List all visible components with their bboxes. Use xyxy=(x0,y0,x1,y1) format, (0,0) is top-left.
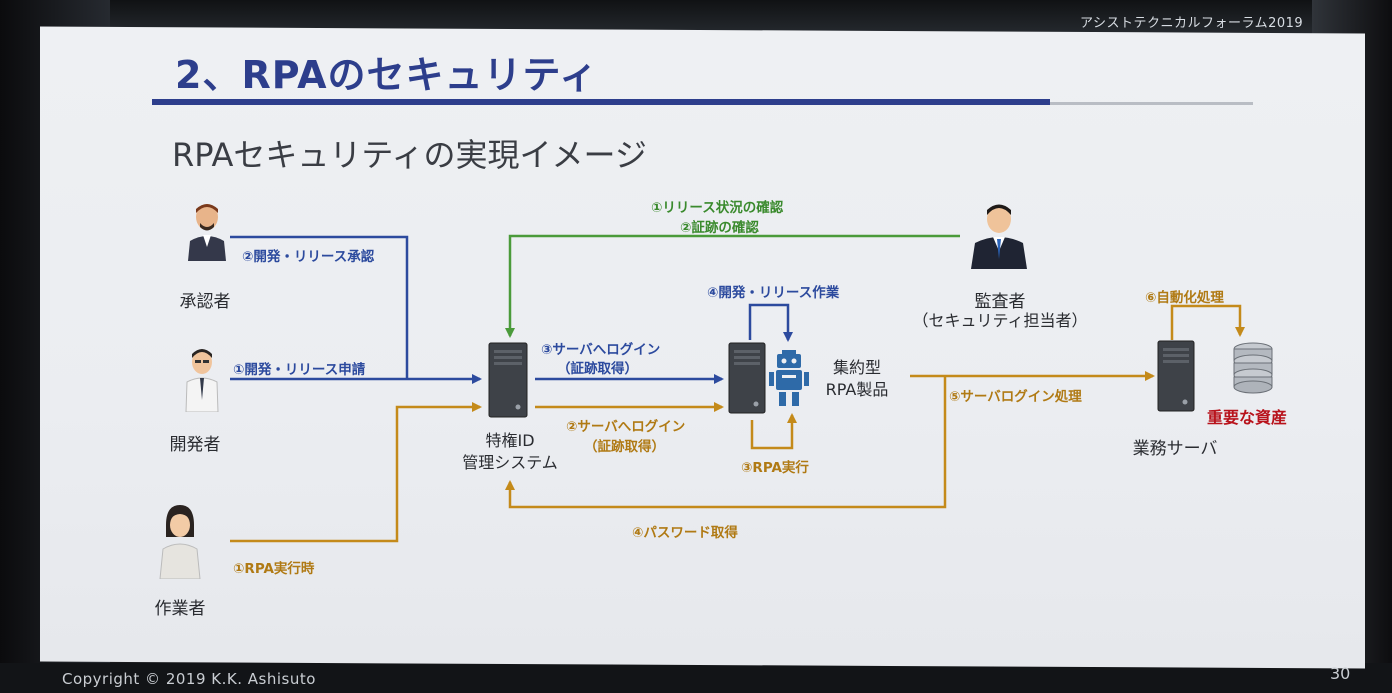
operator-avatar-icon xyxy=(159,505,201,579)
approval-flow-label: ②開発・リリース承認 xyxy=(242,249,375,265)
rpa-label-line1: 集約型 xyxy=(832,358,881,377)
apply-flow-label: ①開発・リリース申請 xyxy=(233,362,366,378)
password-get-label: ④パスワード取得 xyxy=(632,525,738,541)
projector-bottom-edge xyxy=(0,663,1392,693)
developer-label: 開発者 xyxy=(169,435,221,455)
auto-process-label: ⑥自動化処理 xyxy=(1145,290,1224,306)
title-underline-gray xyxy=(1050,102,1253,105)
audit-line xyxy=(505,234,960,338)
server-login-process-label: ⑤サーバログイン処理 xyxy=(949,389,1082,405)
rpa-product-label: 集約型 RPA製品 xyxy=(812,357,902,401)
rpa-exec-loop xyxy=(750,413,797,450)
operator-label: 作業者 xyxy=(154,599,206,619)
title-underline xyxy=(152,99,1050,105)
priv-id-server-icon xyxy=(488,342,528,418)
auditor-sublabel: （セキュリティ担当者） xyxy=(912,311,1088,330)
approval-line xyxy=(230,235,409,379)
approver-avatar-icon xyxy=(188,204,226,261)
slide-subtitle: RPAセキュリティの実現イメージ xyxy=(172,136,647,174)
evidence-check-label: ②証跡の確認 xyxy=(680,220,759,236)
developer-avatar-icon xyxy=(185,349,219,412)
login-blue-label-1: ③サーバへログイン xyxy=(541,342,661,358)
priv-id-label-line2: 管理システム xyxy=(462,453,558,472)
auditor-avatar-icon xyxy=(971,204,1027,269)
copyright: Copyright © 2019 K.K. Ashisuto xyxy=(62,670,316,688)
rpa-label-line2: RPA製品 xyxy=(825,380,889,399)
release-check-label: ①リリース状況の確認 xyxy=(651,200,784,216)
robot-icon xyxy=(769,350,809,406)
database-icon xyxy=(1233,342,1273,394)
rpa-exec-label: ③RPA実行 xyxy=(741,460,809,476)
dev-release-loop xyxy=(748,303,793,342)
auto-process-loop xyxy=(1170,304,1245,340)
rpa-server-icon xyxy=(728,342,766,414)
approver-label: 承認者 xyxy=(179,292,231,312)
priv-id-system-label: 特権ID 管理システム xyxy=(450,430,570,474)
login-orange-label-1: ②サーバへログイン xyxy=(566,419,686,435)
password-line xyxy=(505,376,947,509)
business-server-icon xyxy=(1157,340,1195,412)
login-orange-label-2: （証跡取得） xyxy=(584,439,665,455)
page-number: 30 xyxy=(1330,664,1351,683)
business-server-label: 業務サーバ xyxy=(1132,439,1218,459)
rpa-run-time-label: ①RPA実行時 xyxy=(233,561,315,577)
rpa-run-line xyxy=(230,402,482,543)
auditor-label: 監査者 xyxy=(974,292,1026,312)
priv-id-label-line1: 特権ID xyxy=(485,431,535,450)
dev-release-work-label: ④開発・リリース作業 xyxy=(707,285,840,301)
slide-title: 2、RPAのセキュリティ xyxy=(175,53,599,97)
critical-asset-label: 重要な資産 xyxy=(1207,408,1288,427)
login-blue-label-2: （証跡取得） xyxy=(557,361,638,377)
event-name: アシストテクニカルフォーラム2019 xyxy=(1080,16,1304,31)
